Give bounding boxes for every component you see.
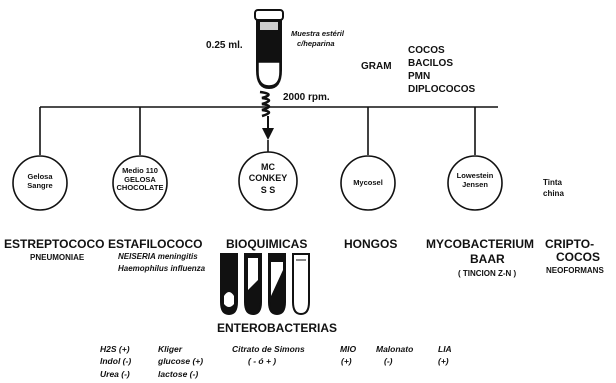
volume-label: 0.25 ml. — [206, 41, 243, 51]
media-label-4: Mycosel — [343, 179, 393, 188]
media-label-line: Jensen — [450, 181, 500, 190]
test-lactose: lactose (-) — [158, 370, 198, 379]
media-label-line: S S — [243, 185, 293, 196]
arrow-down-icon — [262, 128, 274, 140]
cripto-line: COCOS — [545, 251, 604, 264]
myco-stain: ( TINCION Z-N ) — [458, 270, 516, 278]
media-label-line: Sangre — [15, 182, 65, 191]
sample-note-line1: Muestra estéril — [291, 30, 344, 38]
entero-label: ENTEROBACTERIAS — [217, 322, 337, 334]
test-glucose: glucose (+) — [158, 357, 203, 366]
gram-results: COCOS BACILOS PMN DIPLOCOCOS — [408, 44, 475, 96]
sample-note-line2: c/heparina — [297, 40, 335, 48]
strep-label: ESTREPTOCOCO — [4, 238, 104, 250]
media-label-line: CONKEY — [243, 173, 293, 184]
test-malonato: Malonato — [376, 345, 413, 354]
strep-sub: PNEUMONIAE — [30, 254, 84, 262]
test-mio-val: (+) — [341, 357, 352, 366]
test-lia: LIA — [438, 345, 452, 354]
test-mio: MIO — [340, 345, 356, 354]
test-indol: Indol (-) — [100, 357, 131, 366]
staph-label: ESTAFILOCOCO — [108, 238, 202, 250]
media-label-line: CHOCOLATE — [113, 184, 167, 193]
myco-label: MYCOBACTERIUM — [426, 238, 534, 250]
cripto-line: NEOFORMANS — [545, 264, 604, 277]
hongos-label: HONGOS — [344, 238, 397, 250]
centrifuge-icon — [260, 92, 269, 116]
test-malonato-val: (-) — [384, 357, 393, 366]
test-lia-val: (+) — [438, 357, 449, 366]
cripto-label: CRIPTO- COCOS NEOFORMANS — [545, 238, 604, 277]
test-urea: Urea (-) — [100, 370, 130, 379]
gram-result-item: PMN — [408, 70, 475, 83]
gram-label: GRAM — [361, 62, 392, 72]
test-h2s: H2S (+) — [100, 345, 130, 354]
staph-sub1: NEISERIA meningitis — [118, 253, 198, 261]
test-citrato-val: ( - ó + ) — [248, 357, 276, 366]
staph-sub2: Haemophilus influenza — [118, 265, 205, 273]
media-label-3: MC CONKEY S S — [243, 162, 293, 196]
speed-label: 2000 rpm. — [283, 93, 330, 103]
sample-tube-icon — [255, 10, 283, 88]
myco-sub: BAAR — [470, 253, 505, 265]
media-label-5: Lowestein Jensen — [450, 172, 500, 189]
media-label-1: Gelosa Sangre — [15, 173, 65, 190]
gram-result-item: COCOS — [408, 44, 475, 57]
media-label-line: Mycosel — [343, 179, 393, 188]
gram-result-item: BACILOS — [408, 57, 475, 70]
media-label-line: MC — [243, 162, 293, 173]
side-note-line: Tinta — [543, 177, 564, 188]
biochem-tubes-icon — [221, 254, 309, 314]
bioq-label: BIOQUIMICAS — [226, 238, 307, 250]
side-note: Tinta china — [543, 177, 564, 199]
media-label-2: Medio 110 GELOSA CHOCOLATE — [113, 167, 167, 193]
test-citrato: Citrato de Simons — [232, 345, 305, 354]
side-note-line: china — [543, 188, 564, 199]
gram-result-item: DIPLOCOCOS — [408, 83, 475, 96]
test-kliger: Kliger — [158, 345, 182, 354]
